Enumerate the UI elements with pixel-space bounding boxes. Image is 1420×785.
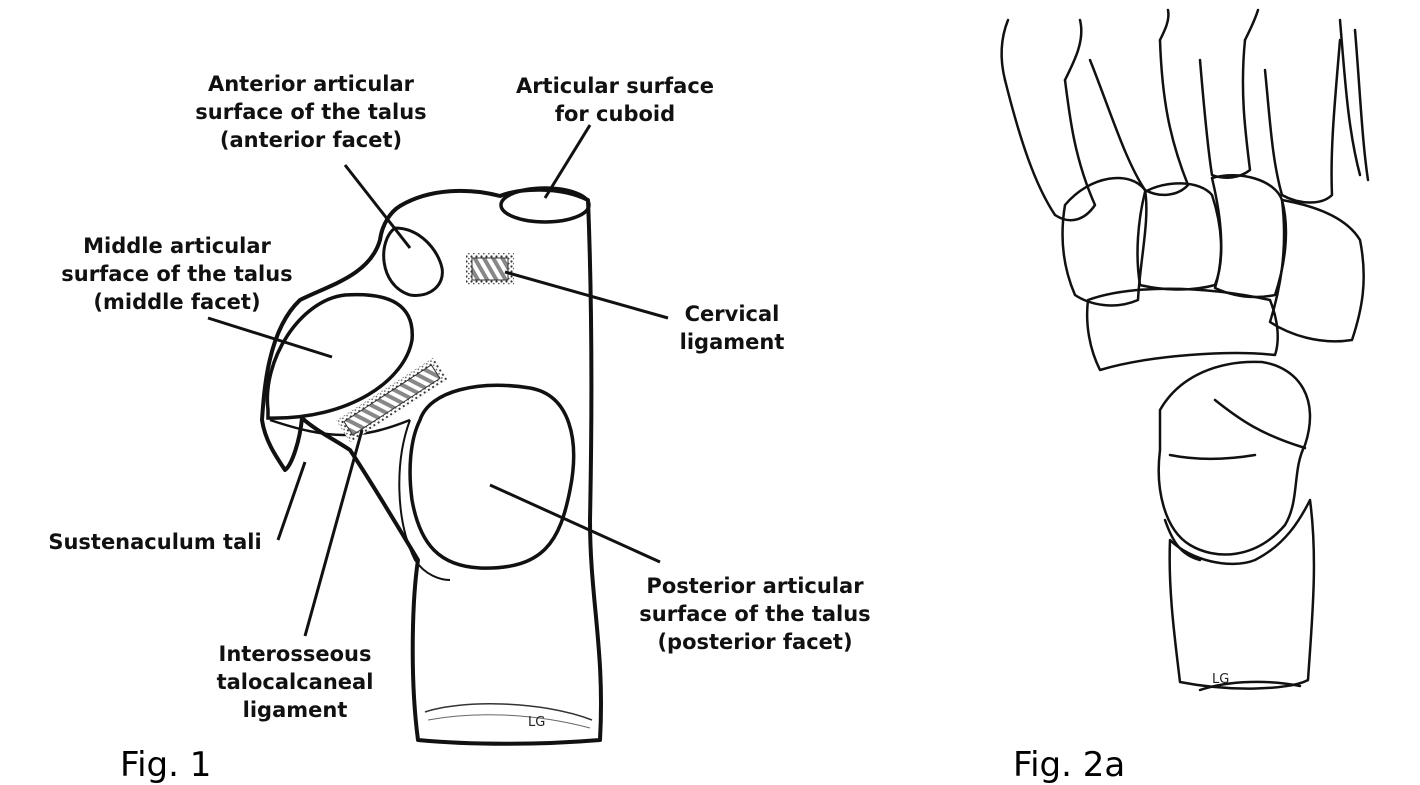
- calcaneus-fig2: [1170, 500, 1314, 689]
- talus-dome-line: [1215, 400, 1305, 448]
- label-middle-facet: Middle articular surface of the talus (m…: [52, 232, 302, 316]
- navicular: [1087, 289, 1278, 370]
- medial-cuneiform: [1062, 178, 1146, 305]
- metatarsal-2: [1090, 40, 1188, 195]
- signature-fig2: LG: [1212, 672, 1229, 687]
- label-cervical-ligament: Cervical ligament: [672, 300, 792, 356]
- lateral-cuneiform: [1212, 175, 1286, 297]
- toe-stub-2: [1065, 20, 1081, 80]
- metatarsal-4: [1265, 40, 1340, 203]
- caption-fig1: Fig. 1: [120, 745, 211, 785]
- cuboid: [1270, 200, 1364, 341]
- toe-stub-3: [1160, 10, 1168, 40]
- metatarsal-3: [1200, 40, 1250, 178]
- toe-stub-4: [1245, 10, 1258, 40]
- toe-stub-1: [1002, 20, 1008, 80]
- metatarsal-1: [1005, 80, 1095, 220]
- label-cuboid-surface: Articular surface for cuboid: [500, 72, 730, 128]
- label-sustentaculum: Sustenaculum tali: [20, 528, 290, 556]
- talus-inner-line: [1170, 455, 1255, 459]
- label-interosseous: Interosseous talocalcaneal ligament: [195, 640, 395, 724]
- intermediate-cuneiform: [1138, 183, 1222, 289]
- caption-fig2a: Fig. 2a: [1013, 745, 1125, 785]
- label-posterior-facet: Posterior articular surface of the talus…: [610, 572, 900, 656]
- label-anterior-facet: Anterior articular surface of the talus …: [186, 70, 436, 154]
